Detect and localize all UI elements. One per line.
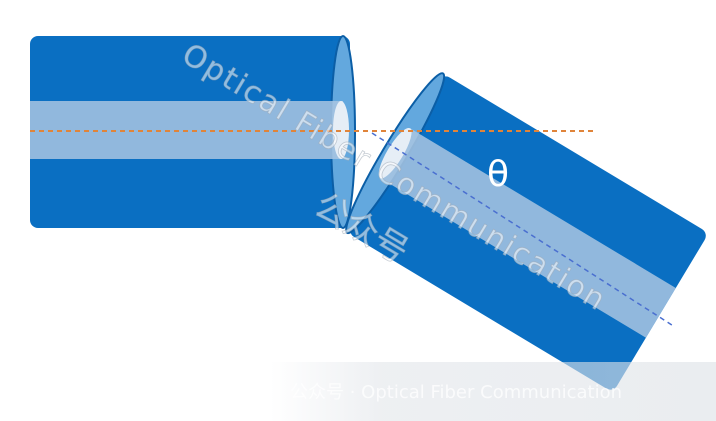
- angle-theta-label: θ: [487, 154, 509, 195]
- right-fiber-axis-line: [371, 132, 676, 328]
- right-fiber: [345, 72, 706, 390]
- right-fiber-core-end: [378, 127, 412, 179]
- footer-watermark-text: 公众号 · Optical Fiber Communication: [290, 382, 622, 403]
- right-fiber-core: [380, 128, 676, 338]
- footer-watermark: 公众号 · Optical Fiber Communication: [270, 362, 716, 421]
- footer-band: [270, 362, 716, 421]
